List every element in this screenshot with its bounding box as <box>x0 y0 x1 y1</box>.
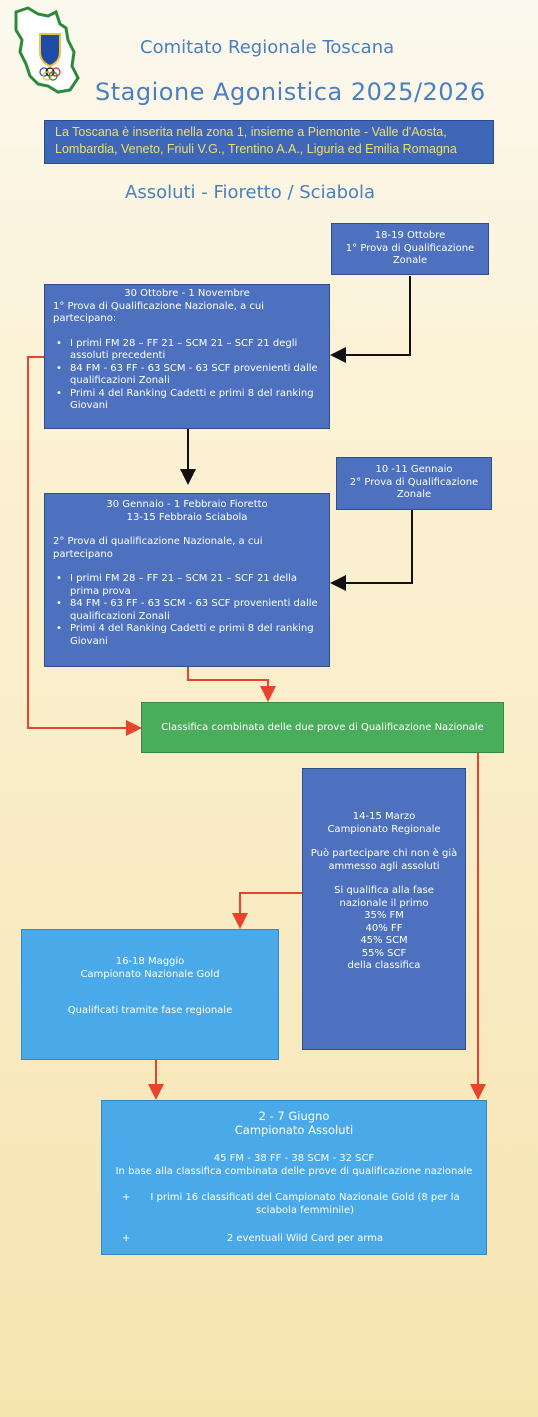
zone-info-banner: La Toscana è inserita nella zona 1, insi… <box>44 120 494 164</box>
zonal2-title: 2° Prova di Qualificazione Zonale <box>349 476 479 501</box>
arrow-national2-to-combined <box>187 667 276 702</box>
arrow-zonal2-to-national2 <box>330 510 413 591</box>
national1-date: 30 Ottobre - 1 Novembre <box>124 288 250 299</box>
box-zonal-qualification-2: 10 -11 Gennaio 2° Prova di Qualificazion… <box>336 457 492 510</box>
regional-tail: della classifica <box>347 960 421 971</box>
pct-ff: 40% FF <box>365 922 403 934</box>
assoluti-quota: 45 FM - 38 FF - 38 SCM - 32 SCF <box>213 1153 375 1164</box>
box-combined-ranking: Classifica combinata delle due prove di … <box>141 702 504 753</box>
arrow-regional-to-gold <box>232 892 302 929</box>
list-item: 84 FM - 63 FF - 63 SCM - 63 SCF provenie… <box>56 598 321 623</box>
regional-title: Campionato Regionale <box>327 823 441 835</box>
assoluti-title: Campionato Assoluti <box>234 1123 354 1137</box>
national2-intro: 2° Prova di qualificazione Nazionale, a … <box>53 536 263 560</box>
box-national-qualification-2: 30 Gennaio - 1 Febbraio Fioretto 13-15 F… <box>44 493 330 667</box>
list-item: Primi 4 del Ranking Cadetti e primi 8 de… <box>56 388 321 413</box>
pct-fm: 35% FM <box>364 910 404 921</box>
pct-scm: 45% SCM <box>360 935 408 946</box>
box-national-qualification-1: 30 Ottobre - 1 Novembre 1° Prova di Qual… <box>44 284 330 429</box>
combined-title: Classifica combinata delle due prove di … <box>161 722 484 733</box>
list-item: I primi FM 28 – FF 21 – SCM 21 – SCF 21 … <box>56 338 321 363</box>
section-subtitle: Assoluti - Fioretto / Sciabola <box>125 182 376 203</box>
org-title: Comitato Regionale Toscana <box>140 37 395 58</box>
zonal2-date: 10 -11 Gennaio <box>375 464 453 475</box>
assoluti-basis: In base alla classifica combinata delle … <box>115 1165 473 1177</box>
national2-list: I primi FM 28 – FF 21 – SCM 21 – SCF 21 … <box>53 573 321 648</box>
list-item: Primi 4 del Ranking Cadetti e primi 8 de… <box>56 623 321 648</box>
list-item: I primi 16 classificati del Campionato N… <box>122 1192 476 1217</box>
national1-intro: 1° Prova di Qualificazione Nazionale, a … <box>53 300 264 325</box>
season-title: Stagione Agonistica 2025/2026 <box>95 78 486 106</box>
box-gold-championship: 16-18 Maggio Campionato Nazionale Gold Q… <box>21 929 279 1060</box>
national2-date-sabre: 13-15 Febbraio Sciabola <box>126 511 248 523</box>
box-regional-championship: 14-15 Marzo Campionato Regionale Può par… <box>302 768 466 1050</box>
regional-qualify-text: Si qualifica alla fase nazionale il prim… <box>334 885 434 909</box>
list-item: I primi FM 28 – FF 21 – SCM 21 – SCF 21 … <box>56 573 321 598</box>
gold-title: Campionato Nazionale Gold <box>80 968 220 980</box>
box-assoluti-championship: 2 - 7 Giugno Campionato Assoluti 45 FM -… <box>101 1100 487 1255</box>
national2-date-foil: 30 Gennaio - 1 Febbraio Fioretto <box>106 499 268 510</box>
list-item: 2 eventuali Wild Card per arma <box>122 1233 476 1246</box>
regional-date: 14-15 Marzo <box>352 811 416 822</box>
gold-note: Qualificati tramite fase regionale <box>67 1005 233 1016</box>
gold-date: 16-18 Maggio <box>115 956 185 967</box>
box-zonal-qualification-1: 18-19 Ottobre 1° Prova di Qualificazione… <box>331 223 489 275</box>
pct-scf: 55% SCF <box>361 947 407 959</box>
arrow-zonal1-to-national1 <box>330 276 411 363</box>
list-item: 84 FM - 63 FF - 63 SCM - 63 SCF provenie… <box>56 363 321 388</box>
regional-eligibility: Può partecipare chi non è già ammesso ag… <box>310 848 458 872</box>
zonal1-title: 1° Prova di Qualificazione Zonale <box>345 242 475 267</box>
assoluti-list: I primi 16 classificati del Campionato N… <box>112 1192 476 1246</box>
arrow-national1-to-combined <box>27 356 142 736</box>
federation-logo <box>14 6 80 94</box>
zonal1-date: 18-19 Ottobre <box>374 230 446 241</box>
assoluti-date: 2 - 7 Giugno <box>258 1109 330 1123</box>
national1-list: I primi FM 28 – FF 21 – SCM 21 – SCF 21 … <box>53 338 321 413</box>
